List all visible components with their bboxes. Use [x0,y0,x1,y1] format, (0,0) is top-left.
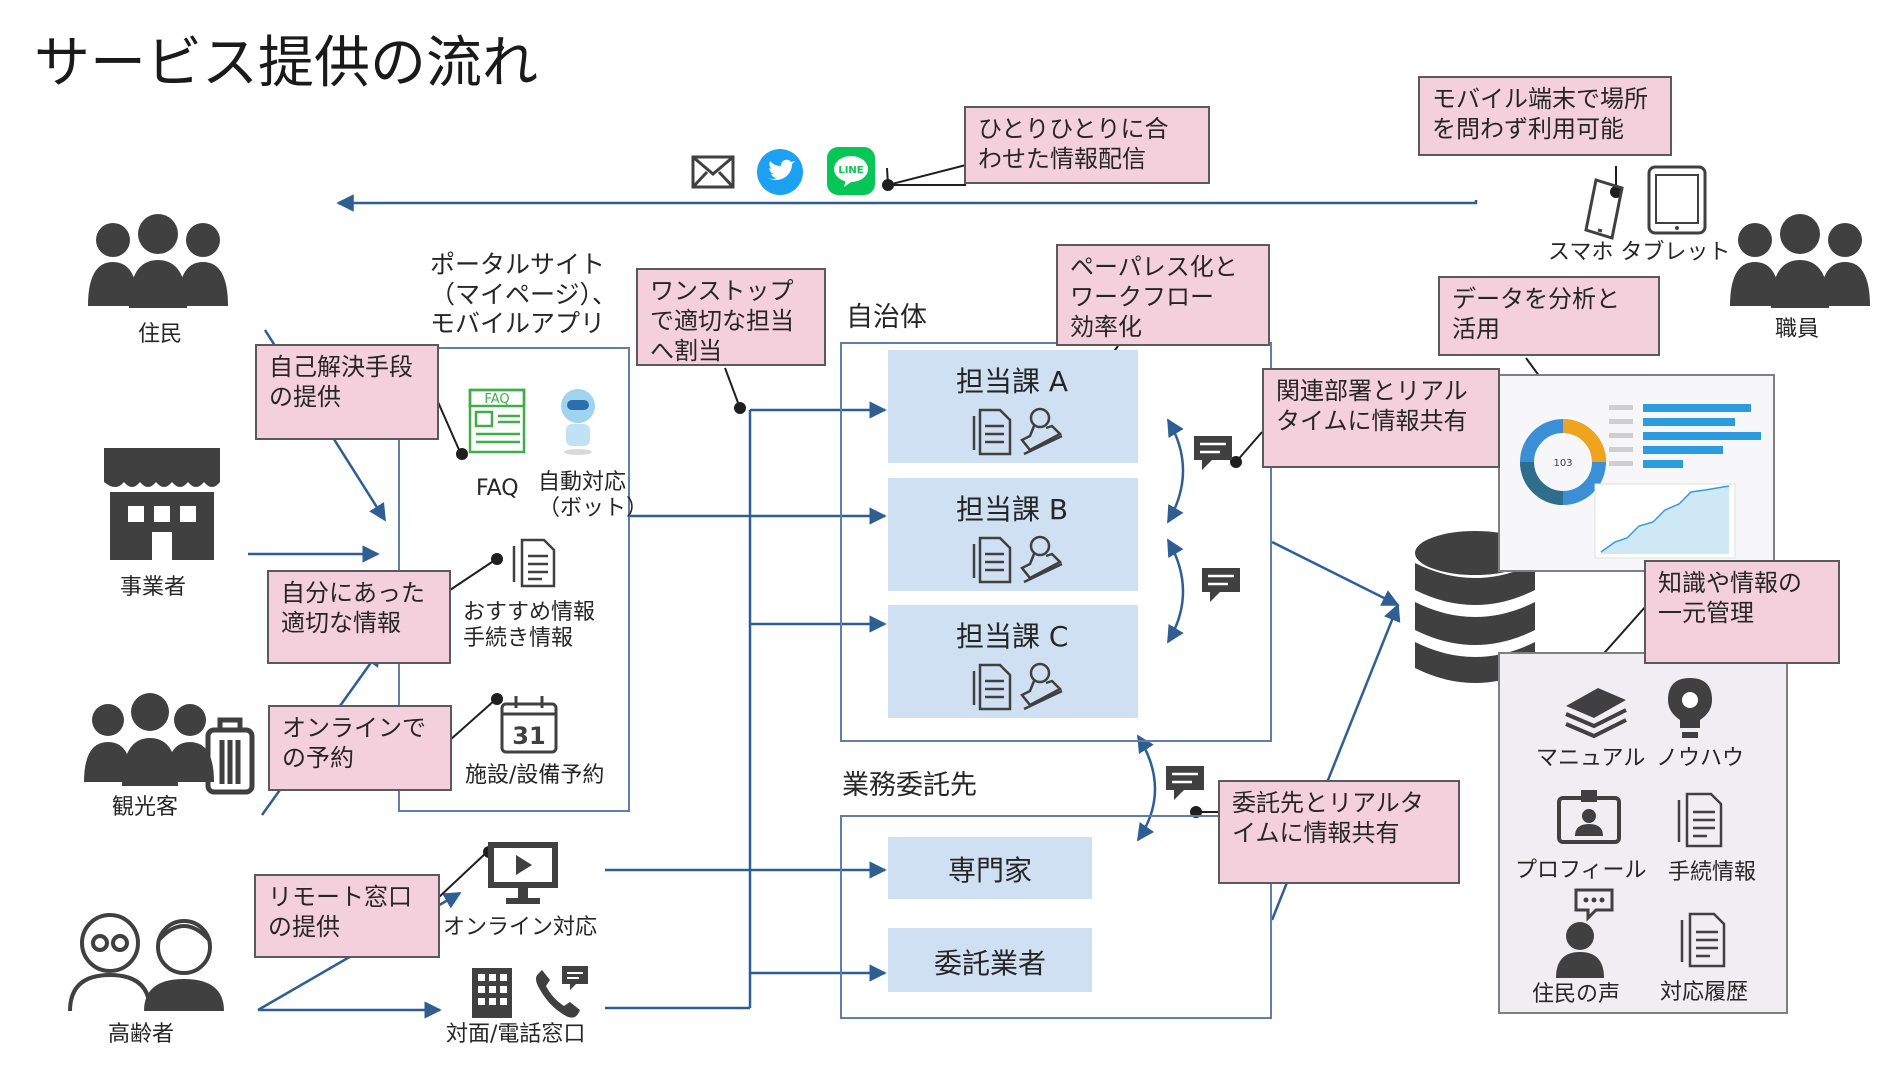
dept-c-box: 担当課 C [888,605,1138,718]
svg-text:LINE: LINE [838,165,863,176]
elderly-label: 高齢者 [108,1022,175,1047]
portal-label: ポータルサイト （マイページ）、 モバイルアプリ [430,250,618,338]
booking-label: 施設/設備予約 [465,763,605,788]
dept-bc-sync-arrow [1166,538,1185,644]
dept-ab-sync-arrow [1166,418,1185,524]
smartphone-icon [1584,178,1624,240]
callout-online-booking: オンラインで の予約 [268,705,452,791]
calendar-day: 31 [512,722,545,750]
expert-box: 専門家 [888,837,1092,899]
resident-label: 住民 [138,322,183,347]
building-icon [472,968,512,1018]
bot-label: 自動対応 （ボット） [538,470,649,521]
staff-icon [1730,214,1870,308]
leader-delivery [887,164,967,186]
faq-icon: FAQ [468,388,526,454]
callout-one-stop: ワンストップ で適切な担当 へ割当 [636,268,826,366]
callout-knowledge-mgmt: 知識や情報の 一元管理 [1644,560,1840,664]
manual-books-icon [1565,688,1627,739]
knowledge-item-procedure: 手続情報 [1668,860,1757,885]
document-stamp-icon [972,407,1063,456]
callout-personal-delivery: ひとりひとりに合 わせた情報配信 [964,106,1210,184]
page-title: サービス提供の流れ [34,31,538,96]
tourist-label: 観光客 [112,795,179,820]
line-app-icon: LINE [827,147,875,195]
phone-chat-icon [536,966,588,1018]
chat-bubble-icon [1166,766,1204,800]
chat-bubble-icon [1202,568,1240,602]
document-stamp-icon [972,535,1063,584]
citizen-voice-icon [1556,888,1614,978]
residents-icon [88,214,228,308]
municipality-outsourcing-sync-arrow [1136,734,1157,842]
faq-label: FAQ [476,476,519,501]
contractor-label: 委託業者 [934,947,1047,980]
chat-bubble-icon [1194,436,1232,470]
donut-value: 103 [1553,458,1572,469]
elderly-icon [68,913,224,1012]
outsourcing-frame [840,815,1272,1019]
tablet-icon [1647,165,1707,235]
callout-realtime-share: 関連部署とリアル タイムに情報共有 [1262,368,1500,468]
recommend-label: おすすめ情報 手続き情報 [463,600,596,651]
tourists-icon [84,693,255,795]
callout-remote-window: リモート窓口 の提供 [254,874,440,958]
mail-icon [691,155,735,189]
monitor-icon [488,842,558,904]
counter-label: 対面/電話窓口 [446,1022,586,1047]
lightbulb-icon [1668,678,1712,738]
delivery-arrow [336,194,1478,212]
knowledge-item-voice: 住民の声 [1532,982,1621,1007]
knowledge-item-manual: マニュアル [1536,746,1646,771]
municipality-to-db-arrow [1271,540,1400,607]
knowledge-panel [1498,652,1788,1014]
profile-id-card-icon [1557,790,1621,844]
dept-b-box: 担当課 B [888,478,1138,591]
expert-label: 専門家 [948,854,1033,887]
knowledge-item-profile: プロフィール [1515,858,1647,883]
recommend-document-icon [512,538,556,588]
outsourcing-label: 業務委託先 [842,770,977,801]
contractor-box: 委託業者 [888,928,1092,992]
knowledge-item-knowhow: ノウハウ [1656,746,1745,771]
callout-paperless: ペーパレス化と ワークフロー 効率化 [1056,244,1270,346]
callout-suitable-info: 自分にあった 適切な情報 [267,570,451,664]
dept-a-label: 担当課 A [956,365,1069,398]
callout-self-solve: 自己解決手段 の提供 [255,344,439,440]
calendar-icon: 31 [500,696,558,754]
online-label: オンライン対応 [443,915,598,940]
dept-c-label: 担当課 C [956,620,1069,653]
callout-data-analysis: データを分析と 活用 [1438,276,1660,356]
callout-contractor-share: 委託先とリアルタ イムに情報共有 [1218,780,1460,884]
faq-icon-text: FAQ [484,392,509,407]
callout-mobile-anywhere: モバイル端末で場所 を問わず利用可能 [1418,76,1672,156]
municipality-label: 自治体 [846,302,927,333]
knowledge-item-history: 対応履歴 [1660,980,1749,1005]
dept-b-label: 担当課 B [956,493,1069,526]
staff-label: 職員 [1775,317,1820,342]
chatbot-icon [561,389,595,455]
twitter-icon [757,149,803,195]
dept-a-box: 担当課 A [888,350,1138,463]
history-document-icon [1680,912,1726,968]
dashboard-thumbnail: 103 [1520,404,1761,559]
document-stamp-icon [972,662,1063,711]
business-label: 事業者 [120,575,187,600]
shop-icon [104,448,220,560]
procedure-document-icon [1677,792,1723,848]
devices-label: スマホ タブレット [1548,240,1731,265]
